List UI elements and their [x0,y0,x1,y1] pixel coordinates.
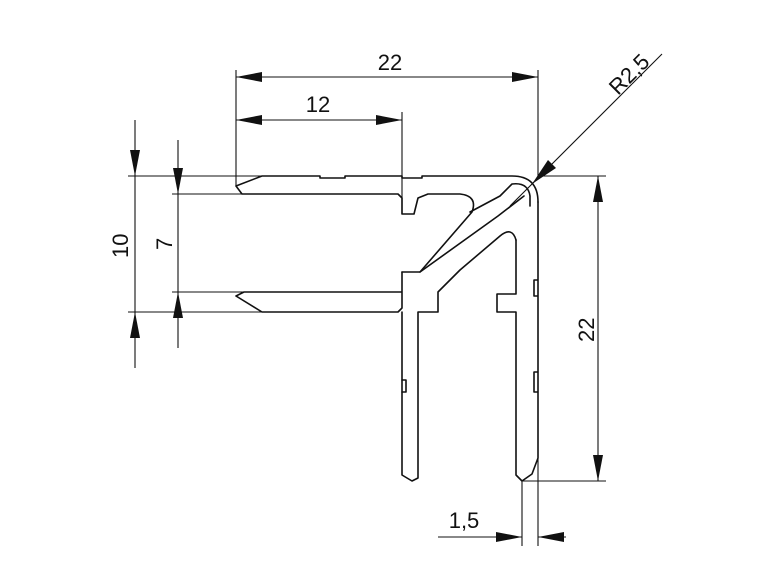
vertical-leg [401,201,539,482]
arrow [593,455,603,481]
dim-overall-width: 22 [235,50,539,186]
wall-thickness-label: 1,5 [449,508,480,533]
inner-width-label: 12 [306,92,330,117]
arrow [593,176,603,202]
arrow [236,115,262,125]
dim-inner-width: 12 [236,92,403,214]
arrow [236,72,262,82]
upper-flange [235,175,539,273]
dim-radius: R2,5 [509,49,663,207]
arrow [538,532,564,542]
arrow [532,160,556,184]
inner-height-label: 7 [152,238,177,250]
dim-outer-height: 10 [108,120,262,368]
overall-width-label: 22 [378,50,402,75]
arrow [376,115,402,125]
arrow [512,72,538,82]
arrow [173,168,183,194]
radius-label: R2,5 [604,49,655,100]
dim-wall-thickness: 1,5 [438,458,566,546]
arrow [173,292,183,318]
outer-height-label: 10 [108,234,133,258]
lower-flange [235,231,517,482]
arrow [130,312,140,338]
diagonal-web [419,182,531,273]
dim-inner-height: 7 [152,140,244,348]
profile-outline [235,175,539,482]
dim-overall-height: 22 [522,175,606,482]
arrow [130,150,140,176]
arrow [496,532,522,542]
overall-height-label: 22 [574,318,599,342]
